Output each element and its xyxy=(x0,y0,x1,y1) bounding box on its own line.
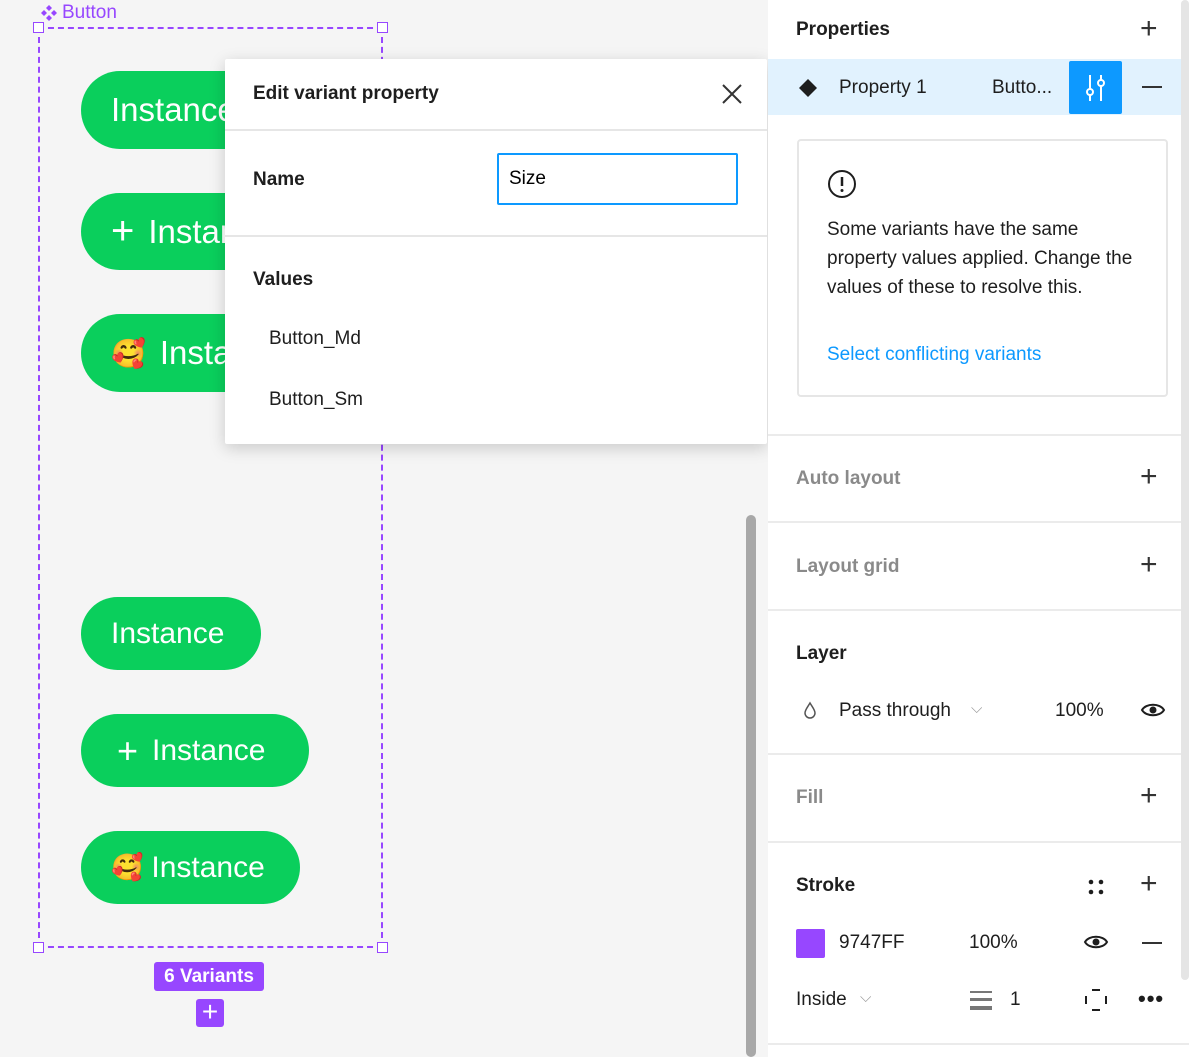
layout-grid-title: Layout grid xyxy=(796,556,900,577)
add-auto-layout-icon[interactable]: + xyxy=(1140,460,1158,493)
more-options-icon[interactable]: ••• xyxy=(1138,986,1165,1011)
edit-property-button[interactable] xyxy=(1069,61,1122,114)
chevron-down-icon[interactable]: ⌵ xyxy=(860,989,872,1006)
divider xyxy=(768,521,1189,523)
conflict-warning: Some variants have the same property val… xyxy=(797,139,1168,397)
fill-title: Fill xyxy=(796,787,824,808)
blend-mode-dropdown[interactable]: Pass through xyxy=(839,700,951,721)
stroke-position-dropdown[interactable]: Inside xyxy=(796,989,847,1010)
layer-opacity[interactable]: 100% xyxy=(1055,700,1104,721)
instance-button[interactable]: Instance xyxy=(81,597,261,670)
add-stroke-icon[interactable]: + xyxy=(1140,867,1158,900)
button-label: Instance xyxy=(151,850,265,884)
chevron-down-icon[interactable]: ⌵ xyxy=(971,700,983,717)
individual-strokes-icon[interactable] xyxy=(1085,989,1107,1011)
property-name-input[interactable] xyxy=(497,153,738,205)
frame-name: Button xyxy=(62,2,117,23)
values-label: Values xyxy=(253,269,314,290)
stroke-weight-icon xyxy=(970,991,992,1010)
property-value: Butto... xyxy=(992,77,1053,98)
resize-handle[interactable] xyxy=(33,942,44,953)
name-label: Name xyxy=(253,169,305,190)
add-fill-icon[interactable]: + xyxy=(1140,779,1158,812)
button-label: Instance xyxy=(152,733,266,767)
stroke-weight-input[interactable]: 1 xyxy=(1010,989,1021,1010)
auto-layout-title: Auto layout xyxy=(796,468,901,489)
value-item[interactable]: Button_Md xyxy=(269,328,361,349)
divider xyxy=(768,753,1189,755)
styles-grid-icon[interactable] xyxy=(1086,877,1106,897)
divider xyxy=(768,1043,1189,1045)
add-variant-button[interactable]: + xyxy=(196,998,224,1027)
resize-handle[interactable] xyxy=(377,22,388,33)
instance-button-emoji[interactable]: 🥰Instance xyxy=(81,831,300,904)
stroke-title: Stroke xyxy=(796,875,856,896)
dialog-title: Edit variant property xyxy=(253,83,439,104)
value-item[interactable]: Button_Sm xyxy=(269,389,363,410)
properties-panel: Properties + Property 1 Butto... Some va… xyxy=(768,0,1189,1057)
close-icon[interactable] xyxy=(719,81,745,107)
canvas-scrollbar[interactable] xyxy=(746,515,756,1057)
smiling-face-with-hearts-emoji: 🥰 xyxy=(111,337,146,369)
add-layout-grid-icon[interactable]: + xyxy=(1140,548,1158,581)
select-conflicting-variants-link[interactable]: Select conflicting variants xyxy=(827,344,1042,365)
divider xyxy=(768,841,1189,843)
divider xyxy=(768,434,1189,436)
stroke-color-swatch[interactable] xyxy=(796,929,825,958)
variant-diamond-icon xyxy=(799,79,817,97)
resize-handle[interactable] xyxy=(33,22,44,33)
stroke-opacity[interactable]: 100% xyxy=(969,932,1018,953)
remove-stroke-icon[interactable] xyxy=(1142,942,1162,944)
instance-button-plus[interactable]: + Instance xyxy=(81,714,309,787)
divider xyxy=(768,609,1189,611)
panel-scrollbar[interactable] xyxy=(1181,0,1189,980)
remove-property-icon[interactable] xyxy=(1142,86,1162,88)
stroke-color-hex[interactable]: 9747FF xyxy=(839,932,905,953)
frame-label[interactable]: Button xyxy=(40,2,117,24)
layer-title: Layer xyxy=(796,643,847,664)
alert-icon xyxy=(828,170,856,198)
resize-handle[interactable] xyxy=(377,942,388,953)
eye-icon[interactable] xyxy=(1083,932,1109,952)
component-icon xyxy=(41,5,57,21)
eye-icon[interactable] xyxy=(1140,700,1166,720)
button-label: Instance xyxy=(111,616,225,650)
sliders-icon xyxy=(1086,75,1105,101)
button-label: Instance xyxy=(111,91,236,128)
add-property-icon[interactable]: + xyxy=(1140,12,1158,45)
variants-badge: 6 Variants xyxy=(154,962,264,991)
blend-mode-drop-icon xyxy=(804,701,816,719)
component-set-frame[interactable] xyxy=(38,27,383,948)
plus-icon: + xyxy=(111,209,135,253)
smiling-face-with-hearts-emoji: 🥰 xyxy=(111,852,144,882)
plus-icon: + xyxy=(117,729,139,771)
properties-title: Properties xyxy=(796,19,890,40)
edit-variant-property-dialog: Edit variant property Name Values Button… xyxy=(225,59,767,444)
warning-text: Some variants have the same property val… xyxy=(827,219,1133,298)
property-name: Property 1 xyxy=(839,77,927,98)
